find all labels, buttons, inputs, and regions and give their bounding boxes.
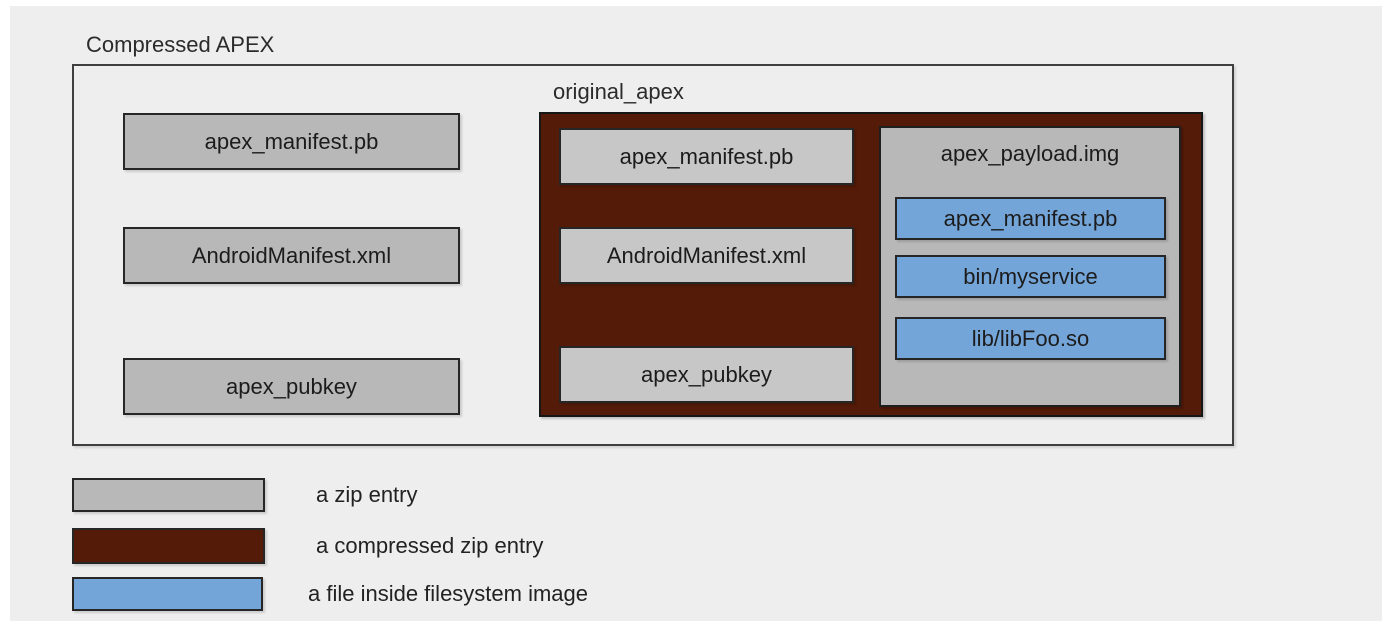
legend-label-compressed-zip-entry: a compressed zip entry bbox=[316, 533, 544, 558]
original-apex-zip-entry-apex-manifest-pb: apex_manifest.pb bbox=[559, 128, 854, 185]
original-apex-zip-entry-apex-pubkey: apex_pubkey bbox=[559, 346, 854, 403]
payload-file-apex-manifest-pb: apex_manifest.pb bbox=[895, 197, 1166, 240]
original-apex-label: original_apex bbox=[553, 79, 684, 104]
compressed-apex-label: Compressed APEX bbox=[86, 32, 275, 57]
zip-entry-apex-manifest-pb: apex_manifest.pb bbox=[123, 113, 460, 170]
legend-swatch-zip-entry bbox=[72, 478, 265, 512]
legend-label-filesystem-file: a file inside filesystem image bbox=[308, 581, 589, 606]
apex-payload-img-label: apex_payload.img bbox=[940, 141, 1120, 166]
legend-swatch-filesystem-file bbox=[72, 577, 263, 611]
legend-label-zip-entry: a zip entry bbox=[316, 482, 418, 507]
legend-swatch-compressed-zip-entry bbox=[72, 528, 265, 564]
original-apex-zip-entry-android-manifest-xml: AndroidManifest.xml bbox=[559, 227, 854, 284]
zip-entry-apex-pubkey: apex_pubkey bbox=[123, 358, 460, 415]
payload-file-lib-libfoo-so: lib/libFoo.so bbox=[895, 317, 1166, 360]
payload-file-bin-myservice: bin/myservice bbox=[895, 255, 1166, 298]
zip-entry-android-manifest-xml: AndroidManifest.xml bbox=[123, 227, 460, 284]
